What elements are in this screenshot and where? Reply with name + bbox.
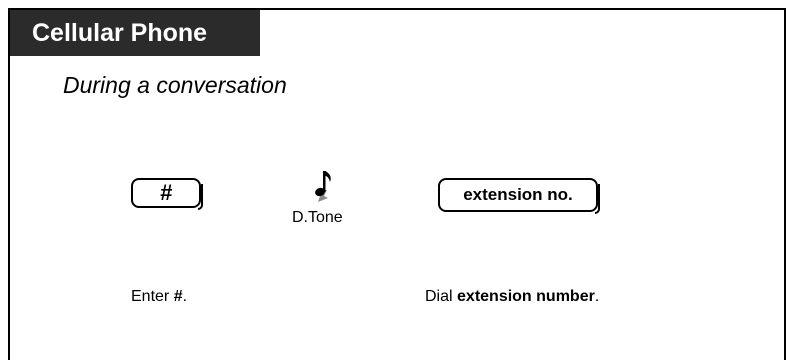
- step1-suffix: .: [182, 288, 188, 305]
- dial-tone-label: D.Tone: [292, 209, 343, 226]
- section-frame: [8, 8, 786, 360]
- context-subtitle: During a conversation: [63, 72, 287, 98]
- extension-key-label: extension no.: [463, 185, 573, 204]
- extension-number-key: extension no.: [438, 178, 600, 214]
- step-dial-extension: Dial extension number.: [425, 288, 599, 306]
- step1-prefix: Enter: [131, 288, 174, 305]
- step-enter-hash: Enter #.: [131, 288, 187, 306]
- hash-key-label: #: [159, 180, 173, 205]
- step2-suffix: .: [594, 288, 600, 305]
- step2-prefix: Dial: [425, 288, 458, 305]
- hash-key: #: [131, 178, 203, 210]
- step2-bold: extension number: [457, 288, 595, 305]
- section-title: Cellular Phone: [32, 19, 208, 47]
- section-header: Cellular Phone: [10, 10, 260, 56]
- music-note-icon: [308, 168, 338, 204]
- step1-bold: #: [173, 288, 183, 305]
